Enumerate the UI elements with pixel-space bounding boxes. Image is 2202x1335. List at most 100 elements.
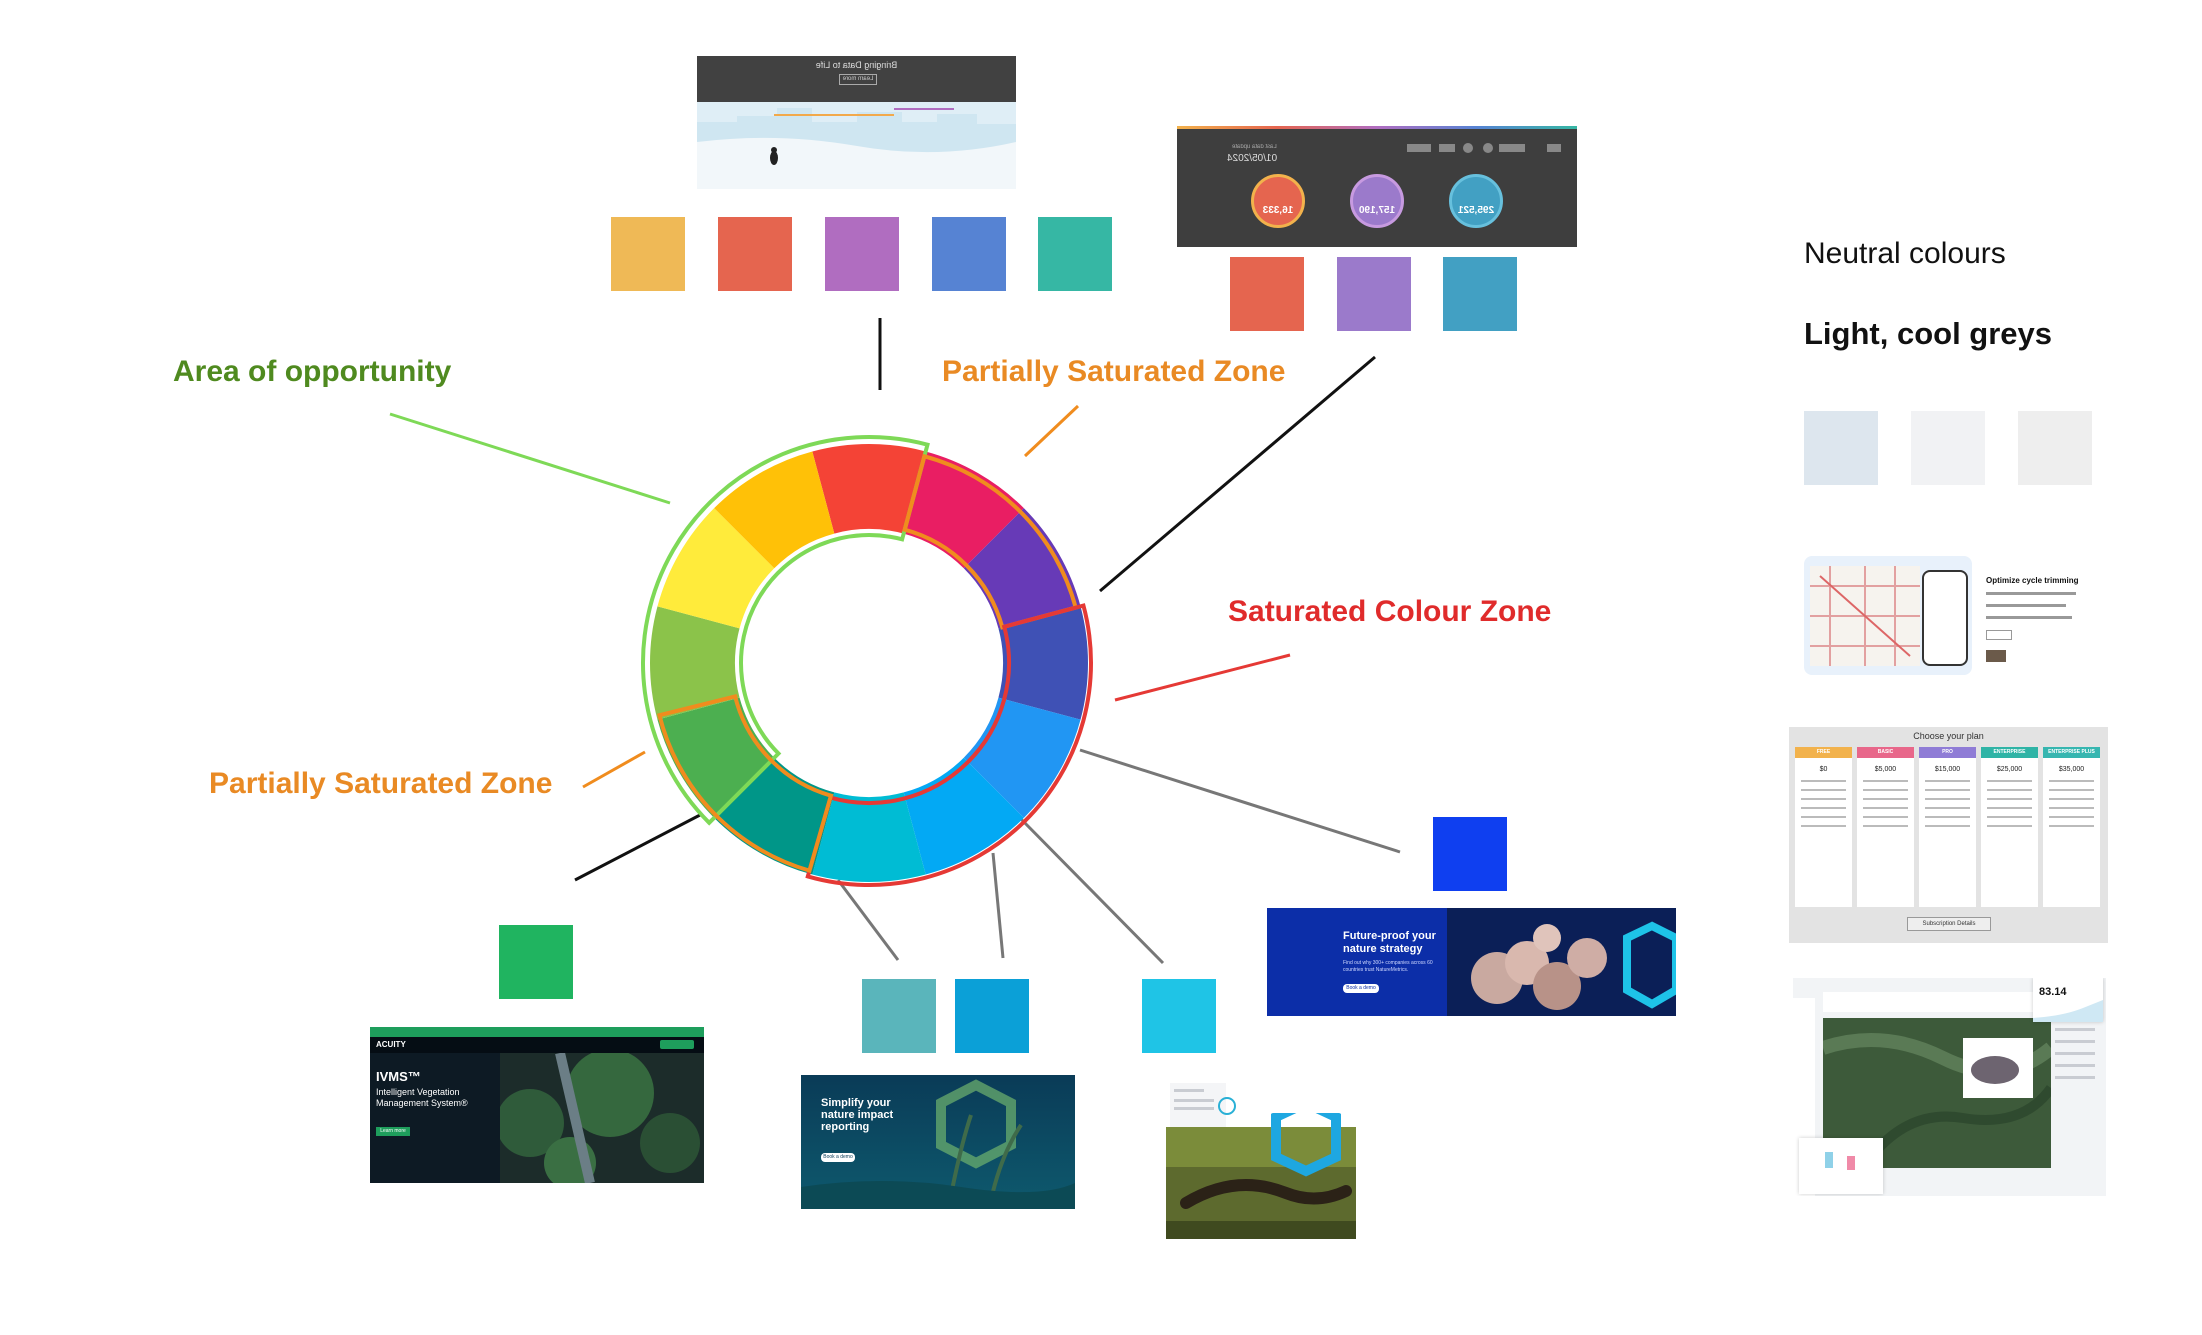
plan-column[interactable]: ENTERPRISE PLUS $35,000 [2043,747,2100,907]
green-swatch [499,925,573,999]
plan-feature-line [1925,798,1970,800]
plan-feature-line [1801,807,1846,809]
future-body: Find out why 300+ companies across 60 co… [1343,960,1433,973]
zone-arcs [641,435,1093,888]
penguin-hero-button[interactable]: Learn more [839,74,877,85]
plan-feature-line [1801,798,1846,800]
simplify-cta-button[interactable]: Book a demo [821,1153,855,1162]
neutral-swatch-1 [1804,411,1878,485]
plan-column[interactable]: PRO $15,000 [1919,747,1976,907]
plan-price: $0 [1819,766,1828,773]
subscription-details-button[interactable]: Subscription Details [1907,917,1991,931]
top-palette-swatch-3 [825,217,899,291]
plan-feature-line [1863,825,1908,827]
newt-app-thumbnail [1166,1077,1356,1239]
plan-feature-line [2049,789,2094,791]
underwater-image [801,1079,1075,1209]
ivms-cta-button[interactable]: Learn more [376,1127,410,1136]
neutral-swatch-2 [1911,411,1985,485]
plan-column[interactable]: FREE $0 [1795,747,1852,907]
cycle-title: Optimize cycle trimming [1986,576,2079,585]
connector-opportunity [389,412,671,505]
wheel-segment-indigo [998,606,1088,720]
plan-feature-line [2049,825,2094,827]
plan-price: $5,000 [1874,766,1897,773]
plan-feature-line [2049,780,2094,782]
dashboard-date-label: Last data update [1232,144,1277,150]
plan-feature-line [1925,780,1970,782]
ivms-nav-button[interactable] [660,1040,694,1049]
connector-green-single [574,813,701,882]
cyan-swatch [1142,979,1216,1053]
top-palette-swatch-2 [718,217,792,291]
label-saturated-colour-zone: Saturated Colour Zone [1228,595,1552,628]
connector-partial-top [1023,404,1080,458]
metric-card: 83.14 [2033,978,2103,1022]
future-headline: Future-proof your nature strategy [1343,930,1436,955]
plan-feature-line [1863,816,1908,818]
stat-circle-2: 157,190 [1350,174,1404,228]
ivms-nav-bar: ACUITY [370,1037,704,1053]
plan-feature-line [2049,798,2094,800]
habitat-map-app-thumbnail: 83.14 [1793,978,2106,1196]
penguin-hero-thumbnail: Bringing Data to Life Learn more [697,56,1016,189]
plans-title: Choose your plan [1913,731,1984,741]
ice-landscape-image [697,102,1016,189]
plan-feature-line [1925,807,1970,809]
wheel-segment-amber [714,451,835,569]
plan-price: $15,000 [1934,766,1961,773]
plan-name: ENTERPRISE PLUS [2043,747,2100,758]
ivms-logo: ACUITY [376,1040,406,1049]
stat-value-3: 295,521 [1457,205,1495,216]
label-partially-saturated-bottom: Partially Saturated Zone [209,767,553,800]
plan-column[interactable]: BASIC$5,000 [1857,747,1914,907]
bottom-pair-swatch-1 [862,979,936,1053]
ivms-subtitle: Intelligent Vegetation Management System… [376,1087,468,1108]
arc-saturated [805,603,1093,888]
newt-progress-ring [1218,1097,1236,1115]
connector-bottom-pair-a [836,879,900,961]
plan-feature-line [1987,807,2032,809]
right-palette-swatch-2 [1337,257,1411,331]
wheel-segment-cyan [812,792,926,883]
plan-feature-line [1801,780,1846,782]
wheel-segment-light-green [649,606,740,720]
neutral-heading: Neutral colours [1804,237,2006,270]
plan-price: $35,000 [2058,766,2085,773]
ivms-thumbnail: ACUITY IVMS™ Intelligent Vegetation Mana… [370,1027,704,1183]
wheel-segment-yellow [657,508,775,629]
simplify-reporting-thumbnail: Simplify your nature impact reporting Bo… [801,1075,1075,1209]
plans-columns: FREE $0 BASIC$5,000 PRO $15,000 ENTERPRISE$25… [1795,747,2102,907]
plan-column[interactable]: ENTERPRISE$25,000 [1981,747,2038,907]
plan-feature-line [1863,780,1908,782]
plan-name: FREE [1795,747,1852,758]
ivms-top-banner [370,1027,704,1037]
blue-swatch [1433,817,1507,891]
app-list-panel [2055,1018,2101,1168]
connector-blue-single [1079,748,1401,854]
plan-feature-line [1987,816,2032,818]
plan-feature-line [1987,789,2032,791]
plan-feature-line [1987,825,2032,827]
plan-feature-line [1987,798,2032,800]
stat-circle-1: 16,333 [1251,174,1305,228]
plan-feature-line [1925,825,1970,827]
metric-value: 83.14 [2039,986,2067,998]
label-partially-saturated-top: Partially Saturated Zone [942,355,1286,388]
plan-name: PRO [1919,747,1976,758]
simplify-headline: Simplify your nature impact reporting [821,1097,894,1133]
plan-feature-line [1863,798,1908,800]
right-palette-swatch-3 [1443,257,1517,331]
arc-partial-bottom [656,693,834,874]
dashboard-date: 01/05/2024 [1227,153,1278,164]
stats-dashboard-thumbnail: Last data update 01/05/2024 16,333 157,1… [1177,126,1577,247]
plan-price: $25,000 [1996,766,2023,773]
street-map-image [1810,566,1920,666]
future-cta-button[interactable]: Book a demo [1343,984,1379,993]
plan-feature-line [1801,789,1846,791]
bottom-pair-swatch-2 [955,979,1029,1053]
cycle-trimming-thumbnail: Optimize cycle trimming [1804,556,2093,675]
penguin-hero-headline: Bringing Data to Life [815,60,898,70]
